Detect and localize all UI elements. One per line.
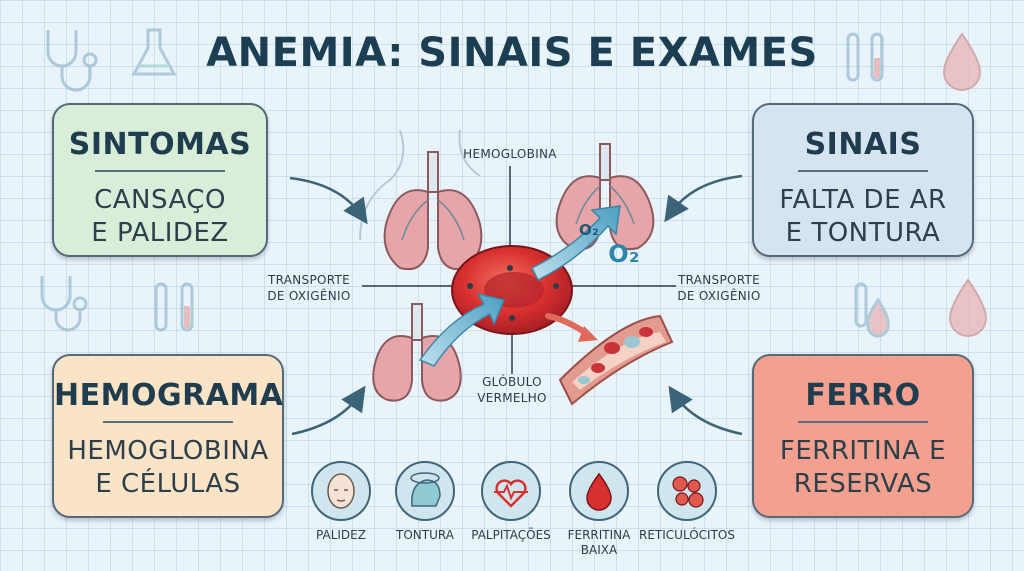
blood-vessel-icon — [558, 314, 674, 406]
label-o2-large: O₂ — [608, 240, 640, 268]
card-sinais-heading: SINAIS — [804, 127, 922, 162]
icon-label-tontura-text: TONTURA — [396, 528, 454, 542]
card-sintomas-line2: E PALIDEZ — [91, 218, 229, 248]
blood-drop-decor-icon — [942, 32, 982, 91]
card-divider — [798, 170, 928, 172]
label-globulo-line2: VERMELHO — [477, 391, 547, 405]
card-hemograma-line1: HEMOGLOBINA — [67, 436, 269, 466]
flow-arrowhead — [578, 326, 598, 342]
label-o2-small: O₂ — [579, 221, 599, 239]
card-sinais-line1: FALTA DE AR — [779, 185, 947, 215]
o2-arrow-lower — [418, 292, 506, 367]
lungs-icon-3 — [372, 303, 462, 402]
page-title: ANEMIA: SINAIS E EXAMES — [206, 30, 818, 76]
label-transport-left-line1: TRANSPORTE — [267, 273, 351, 287]
test-tube-decor-icon — [854, 282, 890, 338]
card-divider — [103, 421, 233, 423]
card-divider — [95, 170, 225, 172]
test-tubes-icon — [846, 32, 884, 82]
o2-arrow-upper — [530, 205, 621, 282]
icon-label-palpitacoes: PALPITAÇÕES — [456, 528, 566, 543]
label-transport-left-line2: DE OXIGÊNIO — [267, 289, 351, 303]
icon-label-ferritina-line1: FERRITINA — [567, 528, 631, 542]
pale-face-icon — [310, 460, 372, 522]
lungs-icon — [383, 151, 483, 270]
icon-label-ferritina: FERRITINA BAIXA — [544, 528, 654, 558]
card-ferro-line1: FERRITINA E — [779, 436, 947, 466]
label-hemoglobina: HEMOGLOBINA — [463, 147, 557, 161]
card-sintomas-heading: SINTOMAS — [68, 127, 252, 162]
card-hemograma: HEMOGRAMA HEMOGLOBINA E CÉLULAS — [52, 354, 284, 518]
stethoscope-icon-2 — [40, 276, 88, 332]
label-transport-right-line2: DE OXIGÊNIO — [677, 289, 761, 303]
cells-icon — [656, 460, 718, 522]
label-globulo-line1: GLÓBULO — [482, 375, 542, 389]
card-sinais-line2: E TONTURA — [785, 218, 941, 248]
icon-label-reticulocitos: RETICULÓCITOS — [632, 528, 742, 543]
icon-label-ferritina-line2: BAIXA — [580, 543, 618, 557]
arrow-hemograma — [291, 385, 366, 436]
arrow-sinais — [664, 174, 743, 223]
test-tubes-icon-2 — [154, 282, 194, 332]
label-transport-right-line1: TRANSPORTE — [677, 273, 761, 287]
dizzy-head-icon — [394, 460, 456, 522]
label-transport-left: TRANSPORTE DE OXIGÊNIO — [254, 272, 364, 304]
card-divider — [798, 421, 928, 423]
card-sintomas: SINTOMAS CANSAÇO E PALIDEZ — [52, 103, 268, 257]
label-globulo-vermelho: GLÓBULO VERMELHO — [452, 374, 572, 406]
icon-label-tontura: TONTURA — [370, 528, 480, 543]
card-sintomas-line1: CANSAÇO — [94, 185, 226, 215]
card-ferro-heading: FERRO — [805, 378, 921, 413]
lungs-icon-2 — [555, 143, 655, 250]
arrow-sintomas — [289, 176, 368, 225]
icon-label-palidez-text: PALIDEZ — [316, 528, 366, 542]
stethoscope-icon — [46, 30, 98, 92]
card-ferro: FERRO FERRITINA E RESERVAS — [752, 354, 974, 518]
heart-pulse-icon — [480, 460, 542, 522]
blood-drop-decor-icon-2 — [948, 278, 988, 337]
blood-drop-icon — [568, 460, 630, 522]
icon-label-palidez: PALIDEZ — [286, 528, 396, 543]
icon-label-palpitacoes-text: PALPITAÇÕES — [471, 528, 551, 542]
label-transport-right: TRANSPORTE DE OXIGÊNIO — [664, 272, 774, 304]
card-sinais: SINAIS FALTA DE AR E TONTURA — [752, 103, 974, 257]
card-hemograma-heading: HEMOGRAMA — [54, 378, 284, 413]
card-hemograma-line2: E CÉLULAS — [95, 469, 241, 499]
flask-icon — [131, 28, 177, 76]
card-ferro-line2: RESERVAS — [793, 469, 933, 499]
arrow-ferro — [668, 385, 743, 436]
icon-label-reticulocitos-text: RETICULÓCITOS — [639, 528, 735, 542]
